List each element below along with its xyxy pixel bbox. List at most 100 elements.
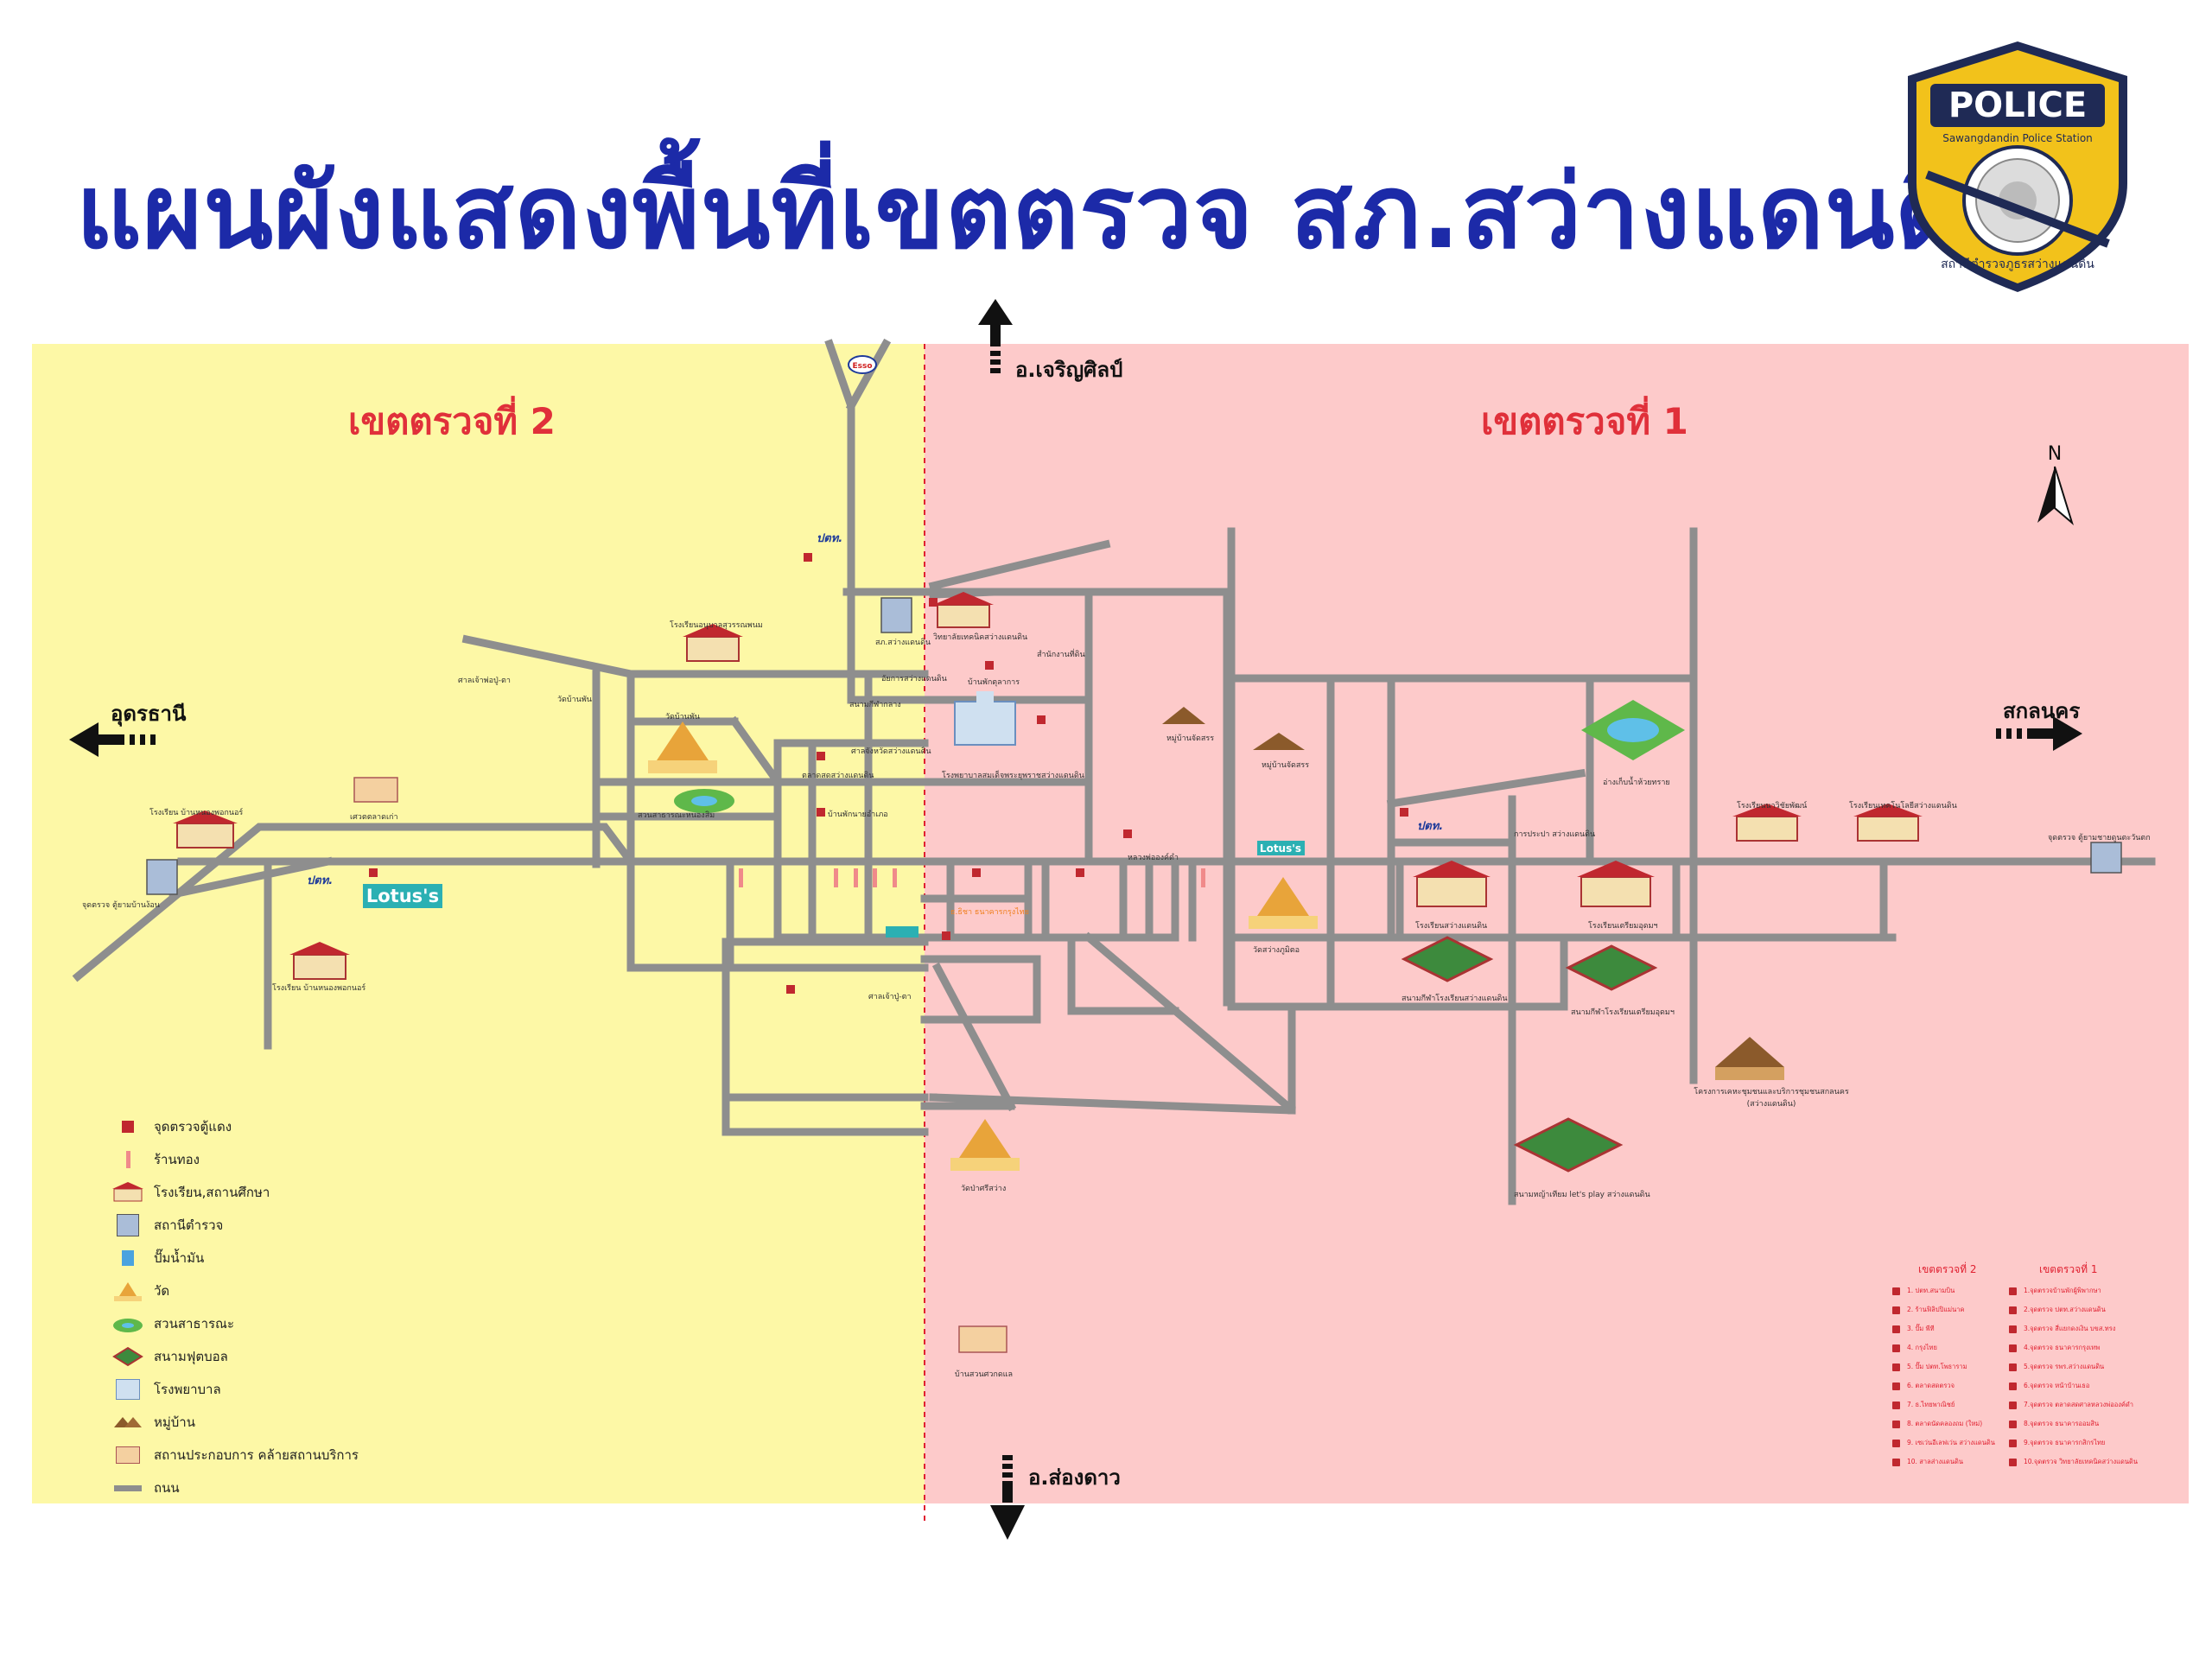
legend-row: โรงเรียน,สถานศึกษา [112,1176,389,1209]
place-label: ธ.ธิชา ธนาคารกรุงไทย [950,908,1029,917]
page-title: แผนผังแสดงพื้นที่เขตตรวจ สภ.สว่างแดนดิน [76,152,2033,271]
place-label: สนามกีฬาโรงเรียนเตรียมอุดมฯ [1571,1008,1675,1017]
school-icon [1732,804,1802,842]
checkpoint-item: 6. ตลาดสดตรวจ [1892,1381,1955,1391]
south-arrow-icon [990,1455,1025,1540]
north-arrow-icon [978,299,1013,373]
place-label: โรงเรียนอนุบาลสุวรรณพนม [670,621,763,630]
esso-station-icon: Esso [848,355,877,374]
temple-icon [112,1279,143,1303]
football-field-icon [112,1344,143,1369]
badge-top-text: POLICE [1948,86,2087,125]
place-label: วัดป่าศรีสว่าง [961,1185,1007,1193]
checkpoint-zone1-header: เขตตรวจที่ 1 [2039,1263,2098,1275]
police-badge-logo: POLICE Sawangdandin Police Station สถานี… [1908,41,2127,292]
legend-row: วัด [112,1274,389,1307]
lotus-store-logo: Lotus's [363,884,442,908]
road-network [72,338,2156,1205]
place-label: บ้านพักตุลาการ [968,678,1020,687]
place-label: หมู่บ้านจัดสรร [1262,761,1310,770]
place-label: โรงเรียน บ้านหนองพอกนอร์ [272,984,366,993]
road-icon [112,1476,143,1500]
legend-label: หมู่บ้าน [154,1414,195,1430]
school-icon [1577,861,1655,907]
temple-icon [1249,877,1318,929]
place-label: โรงเรียนเตรียมอุดมฯ [1588,922,1658,931]
ptt-label: ปตท. [307,874,333,887]
place-label: สนามหญ้าเทียม let's play สว่างแดนดิน [1514,1191,1650,1199]
checkpoint-item: 4.จุดตรวจ ธนาคารกรุงเทพ [2009,1343,2100,1353]
lotus-store-logo [886,926,918,938]
temple-icon [950,1119,1020,1171]
checkpoint-item: 10.จุดตรวจ วิทยาลัยเทคนิคสว่างแดนดิน [2009,1457,2138,1467]
west-arrow-icon [69,722,156,757]
legend-row: โรงพยาบาล [112,1373,389,1406]
checkpoint-item: 2.จุดตรวจ ปตท.สว่างแดนดิน [2009,1305,2106,1315]
ptt-label: ปตท. [1417,820,1443,833]
lotus-store-logo: Lotus's [1257,841,1305,855]
place-label: โรงเรียนสว่างแดนดิน [1415,922,1488,931]
ptt-station-logo: ปตท. [307,874,333,887]
school-icon [683,624,743,662]
checkpoint-icon [112,1115,143,1139]
place-label: วิทยาลัยเทคนิคสว่างแดนดิน [933,633,1028,642]
legend-row: สถานประกอบการ คล้ายสถานบริการ [112,1439,389,1471]
checkpoint-item: 8.จุดตรวจ ธนาคารออมสิน [2009,1419,2099,1429]
ptt-label: ปตท. [817,532,842,545]
place-label: สนามกีฬาโรงเรียนสว่างแดนดิน [1402,995,1508,1003]
place-label: จุดตรวจ ตู้ยามชายดูนตะวันตก [2048,834,2151,842]
village-icon [1253,733,1305,750]
football-field-icon [1513,1117,1624,1173]
checkpoint-item: 5.จุดตรวจ รพร.สว่างแดนดิน [2009,1362,2104,1372]
hospital-icon [954,691,1016,746]
checkpoint-item: 9.จุดตรวจ ธนาคารกสิกรไทย [2009,1438,2105,1448]
checkpoint-item: 7.จุดตรวจ ตลาดสดศาลหลวงพ่อองค์ดำ [2009,1400,2133,1410]
school-icon [173,810,238,849]
checkpoint-item: 9. เซเว่นอีเลฟเว่น สว่างแดนดิน [1892,1438,1995,1448]
checkpoint-item: 6.จุดตรวจ หน้าบ้านเธอ [2009,1381,2089,1391]
legend-row: สวนสาธารณะ [112,1307,389,1340]
legend-row: ร้านทอง [112,1143,389,1176]
hospital-icon [112,1377,143,1402]
place-label: จุดตรวจ ตู้ยามบ้านง้อน [82,901,160,910]
checkpoint-item: 10. สาลส่างแดนดิน [1892,1457,1963,1467]
checkpoint-item: 1.จุดตรวจบ้านพักผู้พิพากษา [2009,1286,2101,1296]
legend-label: จุดตรวจตู้แดง [154,1119,232,1135]
legend-row: จุดตรวจตู้แดง [112,1110,389,1143]
place-label: วัดบ้านพัน [665,713,700,721]
checkpoint-markers [369,553,1408,994]
zone2-title: เขตตรวจที่ 2 [348,400,556,442]
legend-row: หมู่บ้าน [112,1406,389,1439]
football-field-icon [1401,936,1494,982]
zone1-area [925,344,2189,1503]
lotus-label: Lotus's [1260,842,1301,855]
checkpoint-item: 1. ปตท.สนามบิน [1892,1286,1955,1296]
place-label: ศาลเจ้าปู่-ตา [868,993,912,1001]
legend-label: สวนสาธารณะ [154,1316,235,1332]
legend-label: ร้านทอง [154,1152,200,1167]
village-icon [1162,707,1205,724]
legend-label: สถานประกอบการ คล้ายสถานบริการ [154,1447,359,1463]
lotus-label: Lotus's [366,886,439,906]
gold-shop-markers [739,868,1205,887]
police-station-icon [2090,842,2122,874]
zone1-title: เขตตรวจที่ 1 [1481,400,1688,442]
school-icon [1413,861,1491,907]
compass-label: N [2048,443,2062,465]
legend-label: โรงพยาบาล [154,1382,221,1397]
service-shop-icon [958,1325,1007,1353]
place-label: หมู่บ้านจัดสรร [1166,734,1215,743]
place-label: โรงเรียน บ้านหนองพอกนอร์ [149,809,244,817]
service-shop-icon [353,777,398,803]
legend-label: ปั๊มน้ำมัน [154,1250,205,1266]
legend-label: สนามฟุตบอล [154,1349,228,1364]
map-legend: จุดตรวจตู้แดง ร้านทอง โรงเรียน,สถานศึกษา… [112,1110,389,1504]
checkpoint-zone2-header: เขตตรวจที่ 2 [1918,1263,1977,1275]
park-icon [674,789,734,813]
legend-label: วัด [154,1283,170,1299]
legend-row: ถนน [112,1471,389,1504]
east-direction-label: สกลนคร [2003,699,2081,723]
ptt-station-logo: ปตท. [1417,820,1443,833]
police-station-icon [146,859,178,895]
